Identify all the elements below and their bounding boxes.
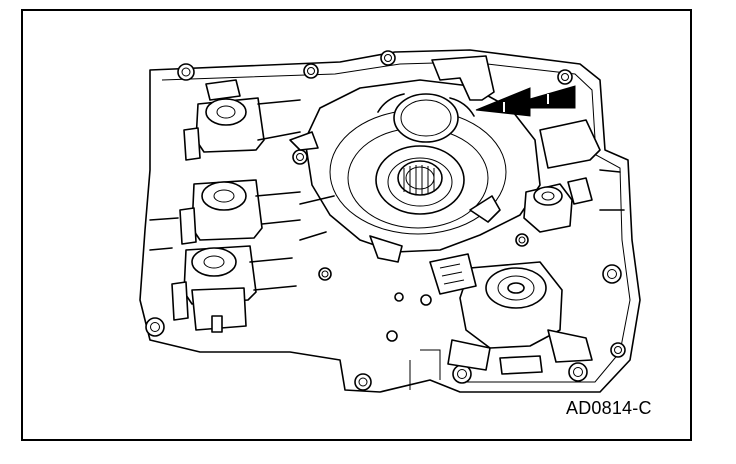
solenoid-middle [179, 179, 301, 245]
solenoid-bottom [171, 245, 297, 333]
seal-ring [393, 93, 459, 143]
sensor-right [523, 177, 593, 233]
actuator-lower-right [429, 253, 593, 375]
pointer-arrow-icon [475, 85, 576, 117]
figure-id-label: AD0814-C [566, 398, 652, 418]
center-housing [289, 79, 541, 263]
solenoid-top [183, 79, 301, 161]
